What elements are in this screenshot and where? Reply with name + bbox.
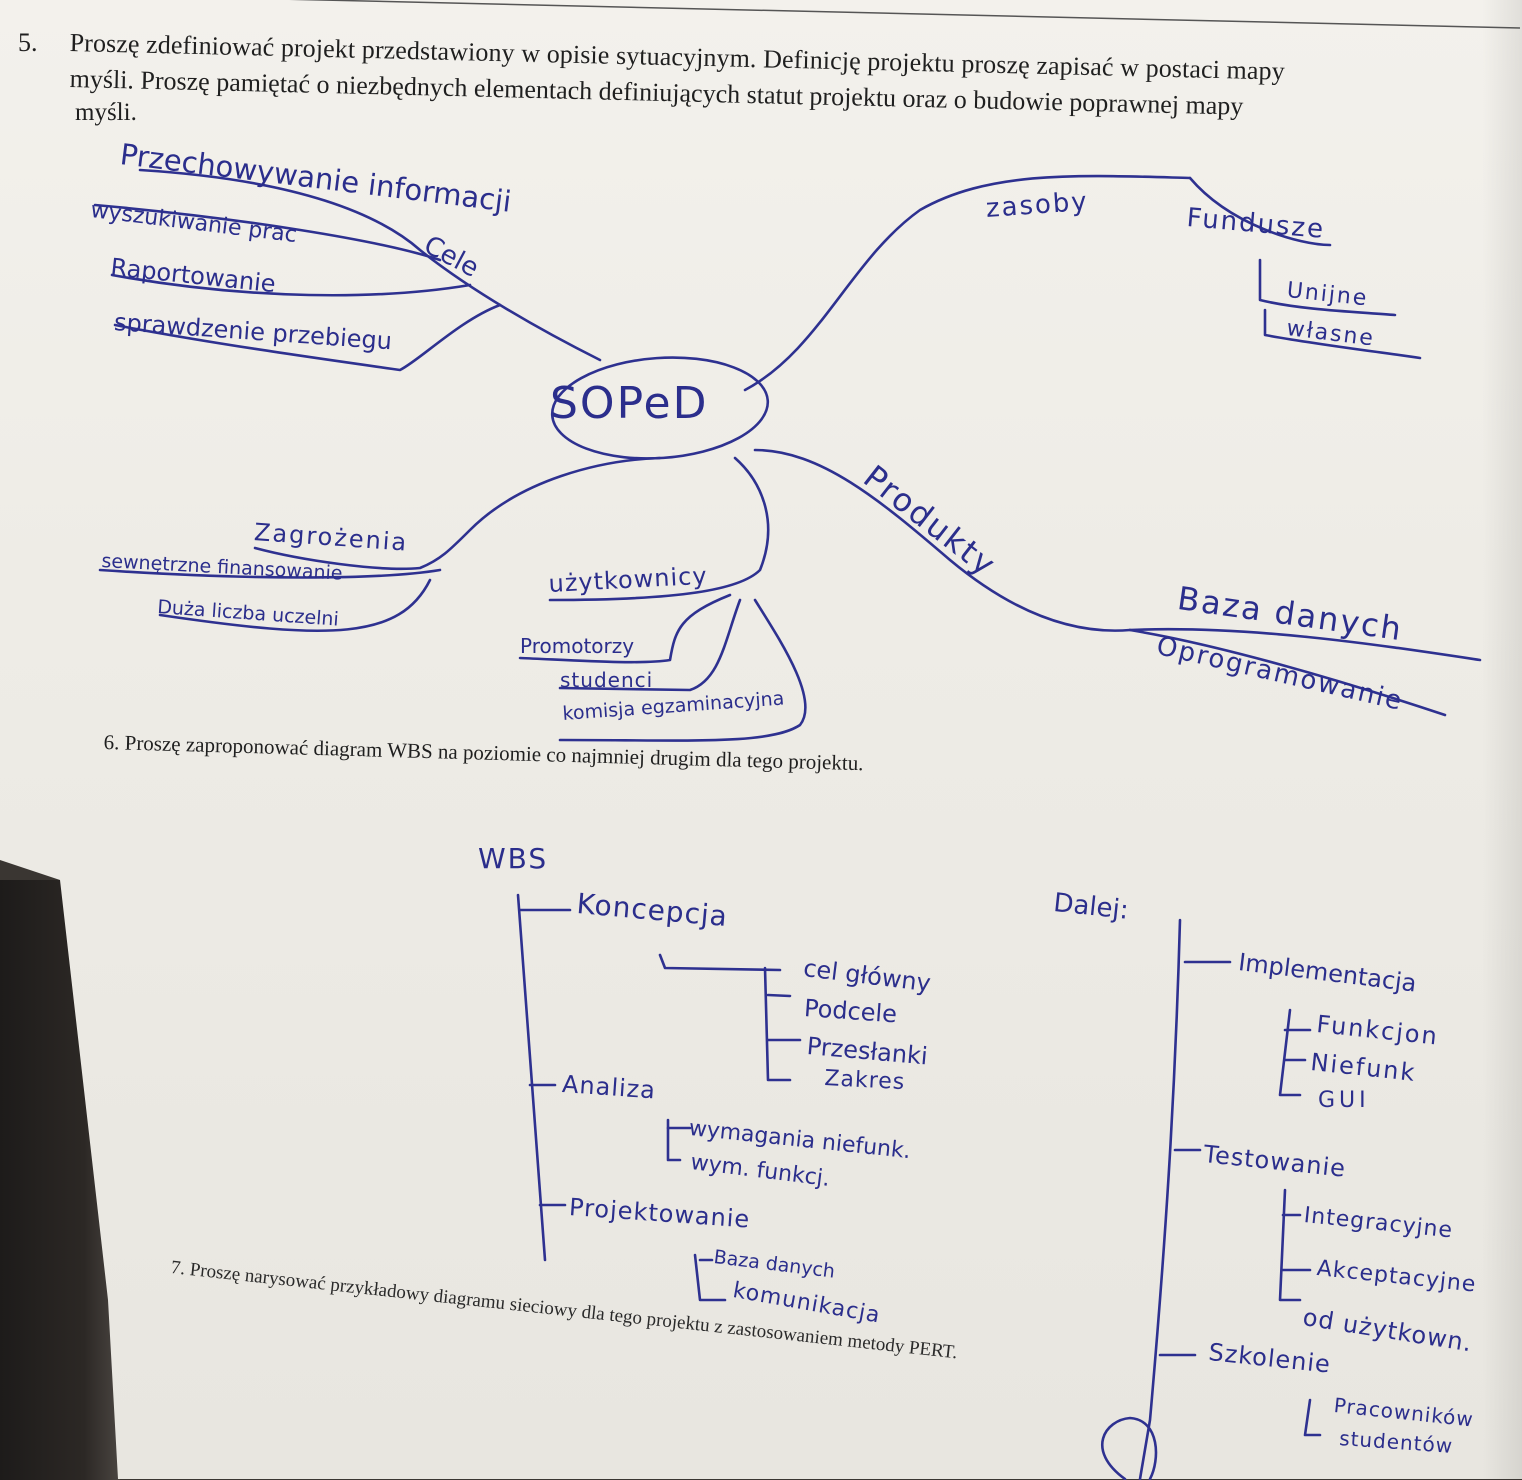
wbs-dalej: Dalej:: [1052, 888, 1130, 926]
mindmap-uzytkownicy-item: studenci: [560, 668, 654, 692]
wbs-title: WBS: [478, 842, 549, 875]
wbs-analiza-label: Analiza: [561, 1070, 657, 1105]
mindmap-uzytkownicy-item: Promotorzy: [520, 634, 635, 658]
wbs-koncepcja-item: Zakres: [823, 1066, 906, 1096]
question-5-number: 5.: [18, 28, 38, 57]
mindmap-center: SOPeD: [550, 378, 709, 429]
top-rule-line: [289, 0, 1521, 29]
mindmap-zasoby-label: zasoby: [984, 186, 1090, 224]
wbs-implementacja-item: GUI: [1318, 1088, 1370, 1113]
wbs-koncepcja-item: Podcele: [803, 994, 898, 1029]
paper-shadow: [1482, 0, 1522, 1479]
question-5-line-3: myśli.: [75, 99, 137, 126]
